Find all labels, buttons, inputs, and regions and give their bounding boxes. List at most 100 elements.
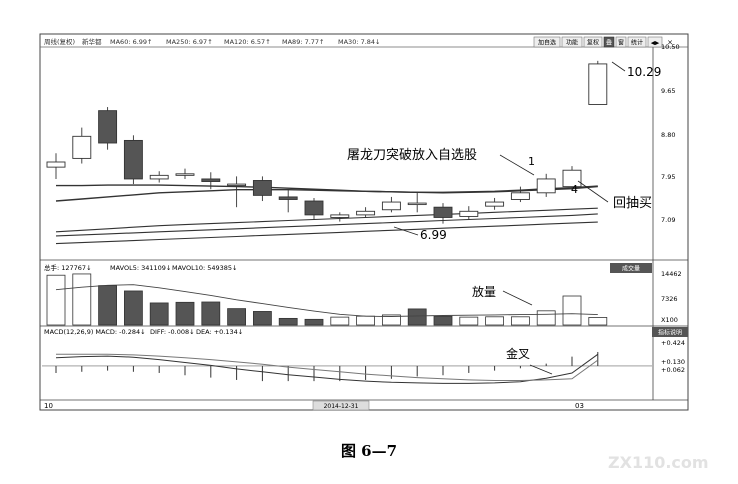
- candle-body-13: [381, 201, 401, 211]
- annotations: 10.29 屠龙刀突破放入自选股 1 4 回抽买 6.99: [347, 61, 661, 242]
- watermark: ZX110.com: [608, 453, 709, 472]
- volume-bar-6: [201, 301, 221, 326]
- volume-bar-1: [72, 273, 92, 326]
- volume-bar-19: [536, 310, 556, 326]
- price-tick-2: 8.80: [661, 131, 675, 139]
- volume-bar-5: [175, 301, 195, 326]
- volume-bar-15: [433, 315, 453, 326]
- golden-cross-label: 金叉: [506, 346, 530, 361]
- xaxis-right-label: 03: [575, 402, 584, 410]
- ma-line-4: [55, 221, 598, 245]
- volume-bar-8: [252, 311, 272, 326]
- volume-bar-0: [46, 274, 66, 326]
- ma-value-label: 6.99: [420, 228, 447, 242]
- macd-title: MACD(12,26,9) MACD: -0.284↓: [44, 328, 146, 336]
- volume-bar-4: [149, 302, 169, 326]
- price-tick-1: 9.65: [661, 87, 675, 95]
- volume-indicator-button[interactable]: 成交量: [610, 263, 652, 273]
- svg-text:×: ×: [667, 39, 673, 47]
- price-tick-4: 7.09: [661, 216, 675, 224]
- svg-text:功能: 功能: [566, 39, 578, 47]
- volume-total: 总手: 127767↓: [44, 263, 92, 272]
- candles: [46, 60, 608, 224]
- candle-body-2: [98, 110, 118, 144]
- candle-body-8: [252, 180, 272, 196]
- stock-label: 周线(复权): [44, 37, 75, 46]
- volume-bar-20: [562, 295, 582, 326]
- nav-arrows-button[interactable]: ◀▶: [647, 36, 663, 48]
- candle-body-17: [485, 201, 505, 207]
- macd-dea: DEA: +0.134↓: [196, 328, 243, 336]
- macd-lines: [42, 351, 652, 384]
- candle-body-6: [201, 178, 221, 182]
- candle-body-15: [433, 206, 453, 218]
- volume-bar-11: [330, 316, 350, 326]
- svg-text:复权: 复权: [587, 39, 599, 47]
- xaxis-date-box: 2014-12-31: [312, 400, 370, 411]
- volume-tick-2: X100: [661, 316, 678, 324]
- ma-item-2: MA120: 6.57↑: [224, 38, 271, 46]
- svg-text:统计: 统计: [631, 39, 643, 47]
- breakout-num: 1: [528, 155, 535, 168]
- volume-bar-14: [407, 308, 427, 326]
- candle-body-19: [536, 178, 556, 194]
- svg-text:成交量: 成交量: [622, 265, 640, 273]
- pullback-label: 回抽买: [613, 196, 652, 211]
- volume-bar-9: [278, 317, 298, 326]
- volume-tick-1: 7326: [661, 295, 678, 303]
- macd-tick-0: +0.424: [661, 339, 685, 347]
- svg-text:加自选: 加自选: [538, 39, 556, 47]
- candle-body-5: [175, 173, 195, 176]
- volume-bar-12: [356, 315, 376, 326]
- svg-text:叠: 叠: [606, 40, 612, 47]
- overlay-button[interactable]: 叠: [603, 36, 615, 48]
- volume-ma-line: [55, 284, 598, 317]
- price-tick-0: 10.50: [661, 43, 680, 51]
- function-button[interactable]: 功能: [561, 36, 583, 48]
- volume-tick-0: 14462: [661, 270, 682, 278]
- window-button[interactable]: 窗: [615, 36, 627, 48]
- xaxis-left-label: 10: [44, 402, 53, 410]
- stats-button[interactable]: 统计: [627, 36, 647, 48]
- candle-body-20: [562, 169, 582, 188]
- toolbar: 加自选 功能 复权 叠 窗 统计 ◀▶ ×: [533, 36, 673, 48]
- volume-bar-10: [304, 318, 324, 326]
- ma-item-4: MA30: 7.84↓: [338, 38, 381, 46]
- svg-text:◀▶: ◀▶: [651, 41, 660, 47]
- pullback-arrow: [577, 180, 609, 203]
- breakout-label: 屠龙刀突破放入自选股: [347, 147, 477, 163]
- add-watchlist-button[interactable]: 加自选: [533, 36, 561, 48]
- volume-mavol5: MAVOL5: 341109↓: [110, 264, 171, 272]
- candle-body-11: [330, 214, 350, 218]
- close-icon[interactable]: ×: [667, 39, 673, 47]
- macd-tick-1: +0.130: [661, 358, 685, 366]
- volume-bar-17: [485, 316, 505, 326]
- ma-line-3: [55, 213, 598, 237]
- chart-frame: [39, 33, 689, 411]
- volume-arrow: [502, 290, 533, 306]
- adjust-button[interactable]: 复权: [583, 36, 603, 48]
- price-tick-3: 7.95: [661, 173, 675, 181]
- ma-lines: [55, 184, 598, 245]
- candle-body-3: [123, 139, 143, 180]
- price-label: 10.29: [627, 65, 661, 79]
- price-axis: 10.50 9.65 8.80 7.95 7.09: [661, 43, 680, 224]
- volume-bar-18: [510, 316, 530, 326]
- volume-bar-7: [227, 308, 247, 326]
- volume-bars: [46, 273, 608, 326]
- ma-line-1: [56, 184, 598, 194]
- macd-diff-line: [55, 353, 599, 384]
- candle-body-18: [510, 192, 530, 200]
- macd-dea-line: [56, 353, 599, 381]
- candle-body-4: [149, 174, 169, 180]
- ma-item-1: MA250: 6.97↑: [166, 38, 213, 46]
- volume-label: 放量: [472, 284, 496, 299]
- svg-text:窗: 窗: [618, 39, 624, 47]
- volume-bar-21: [588, 317, 608, 326]
- macd-diff: DIFF: -0.008↓: [150, 328, 195, 336]
- volume-mavol10: MAVOL10: 549385↓: [172, 264, 238, 272]
- macd-help-button[interactable]: 指标说明: [652, 327, 688, 337]
- golden-cross-arrow: [529, 364, 553, 375]
- volume-bar-3: [124, 290, 143, 326]
- figure-caption: 图 6—7: [341, 442, 397, 460]
